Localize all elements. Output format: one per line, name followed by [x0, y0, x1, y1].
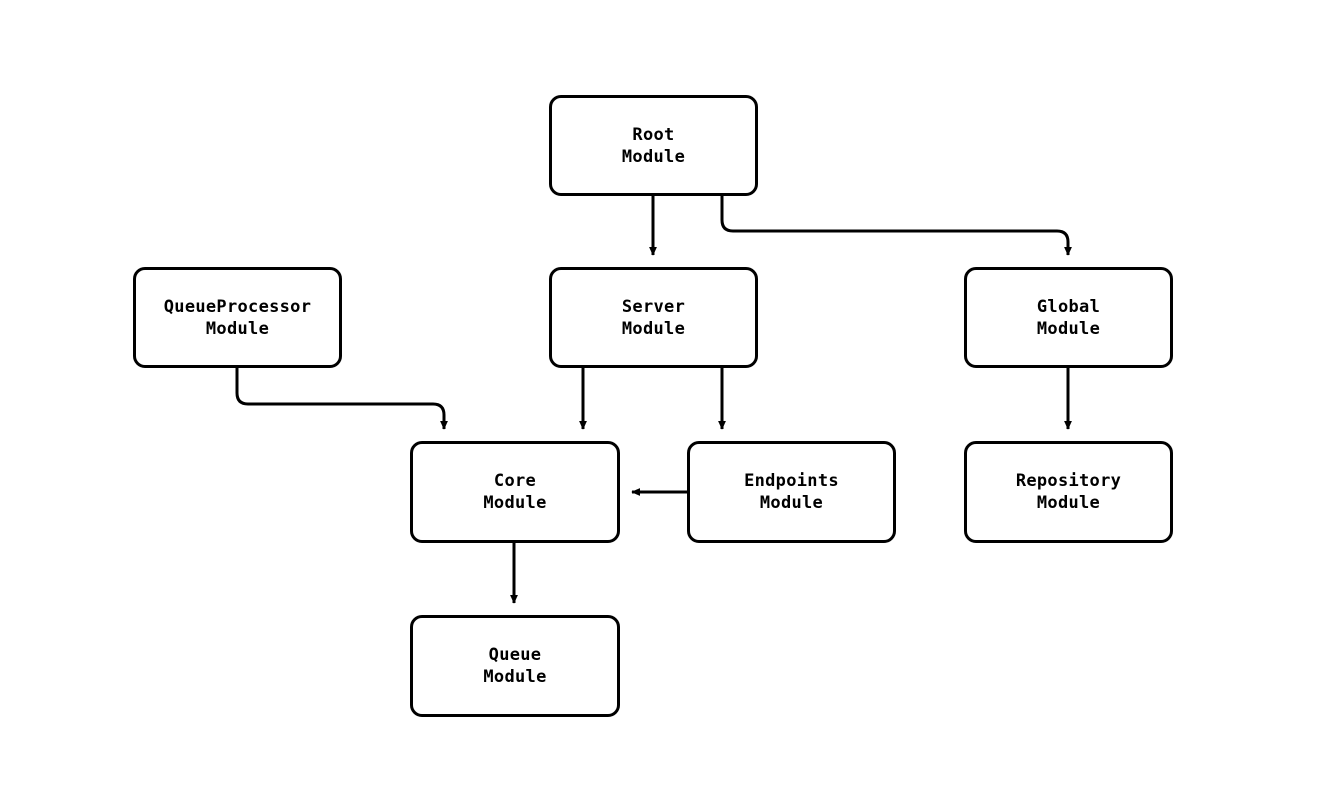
edge-queueprocessor-core [235, 368, 448, 430]
node-core-module[interactable]: Core Module [410, 441, 620, 543]
node-label-queueprocessor: QueueProcessor Module [163, 296, 312, 339]
node-label-core: Core Module [483, 471, 547, 513]
node-repository-module[interactable]: Repository Module [964, 441, 1173, 543]
node-queueprocessor-module[interactable]: QueueProcessor Module [133, 267, 342, 368]
node-root-module[interactable]: Root Module [549, 95, 758, 196]
node-label-server: Server Module [621, 296, 686, 339]
node-label-global: Global Module [1036, 296, 1101, 339]
edge-root-global [720, 196, 1072, 256]
node-server-module[interactable]: Server Module [549, 267, 758, 368]
node-global-module[interactable]: Global Module [964, 267, 1173, 368]
node-label-root: Root Module [621, 124, 686, 167]
node-label-endpoints: Endpoints Module [744, 471, 839, 513]
node-queue-module[interactable]: Queue Module [410, 615, 620, 717]
node-endpoints-module[interactable]: Endpoints Module [687, 441, 896, 543]
node-label-repository: Repository Module [1015, 471, 1122, 513]
node-label-queue: Queue Module [483, 645, 547, 687]
